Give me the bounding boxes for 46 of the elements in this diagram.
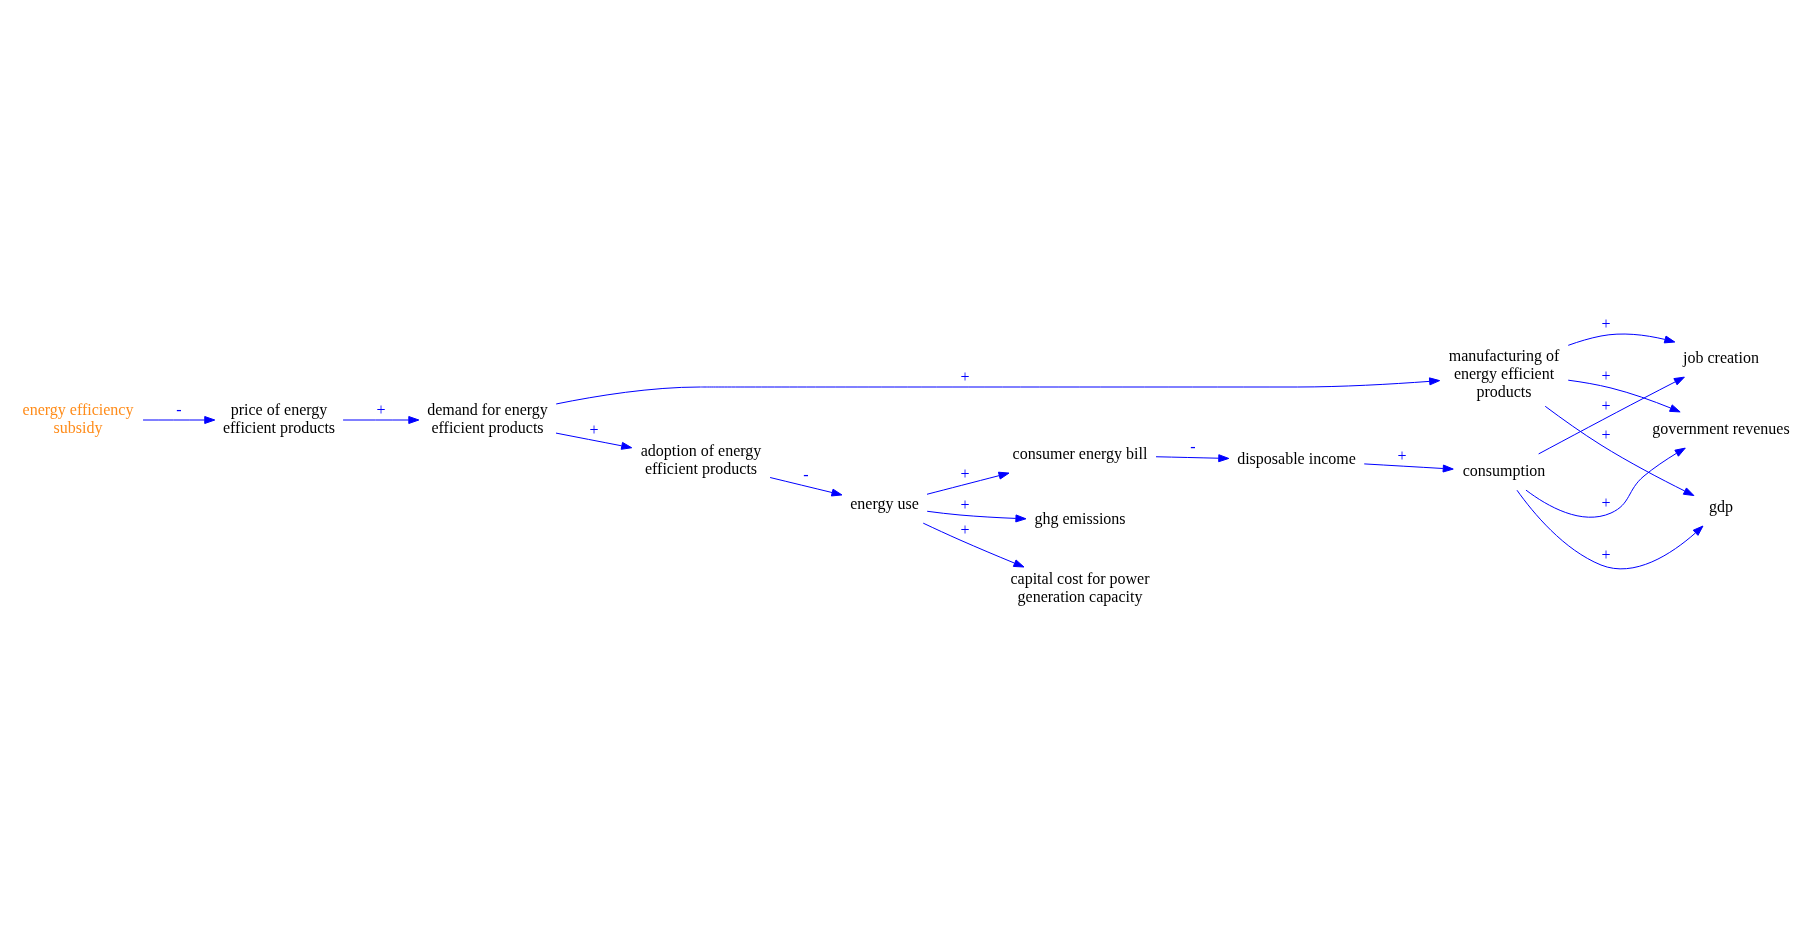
arrow (1567, 333, 1676, 346)
arrow (769, 477, 843, 497)
edge-label: + (1397, 446, 1407, 464)
arrow (1544, 405, 1695, 496)
node-text: gdp (1709, 497, 1733, 515)
node-text: adoption of energy efficient products (640, 441, 762, 477)
node-text: disposable income (1237, 449, 1356, 467)
node-text: manufacturing of energy efficient products (1448, 346, 1560, 400)
arrow (1363, 463, 1454, 473)
edge-label: + (1601, 493, 1611, 511)
node-text: energy use (850, 494, 919, 512)
arrow (1155, 454, 1230, 463)
arrow (926, 510, 1027, 523)
node-text: energy efficiency subsidy (22, 400, 134, 436)
node-text: government revenues (1652, 419, 1790, 437)
edge-label: + (960, 367, 970, 385)
edge-label: + (1601, 396, 1611, 414)
arrow (555, 377, 1441, 405)
node-text: price of energy efficient products (222, 400, 336, 436)
node-text: consumption (1462, 461, 1546, 479)
node-text: capital cost for power generation capacity (1010, 569, 1150, 605)
edge-label: + (1601, 366, 1611, 384)
edge-label: + (960, 520, 970, 538)
edge-label: + (1601, 314, 1611, 332)
edge-label: + (589, 420, 599, 438)
node-text: job creation (1683, 348, 1759, 366)
arrow (922, 522, 1025, 568)
edge-label: + (376, 400, 386, 418)
arrow (1567, 379, 1681, 413)
edge-label: - (176, 400, 182, 418)
edge-label: + (1601, 545, 1611, 563)
node-text: ghg emissions (1034, 509, 1126, 527)
arrow (142, 416, 216, 424)
arrow (555, 432, 633, 450)
node-text: consumer energy bill (1012, 444, 1148, 462)
arrow (1538, 376, 1685, 455)
arrow (926, 471, 1010, 495)
arrow (1516, 489, 1704, 570)
edge-label: + (960, 495, 970, 513)
edge-label: - (803, 465, 809, 483)
arrow (342, 416, 420, 424)
edge-label: - (1190, 437, 1196, 455)
edge-label: + (960, 464, 970, 482)
edge-label: + (1601, 425, 1611, 443)
node-text: demand for energy efficient products (427, 400, 548, 436)
arrow (1525, 447, 1686, 518)
